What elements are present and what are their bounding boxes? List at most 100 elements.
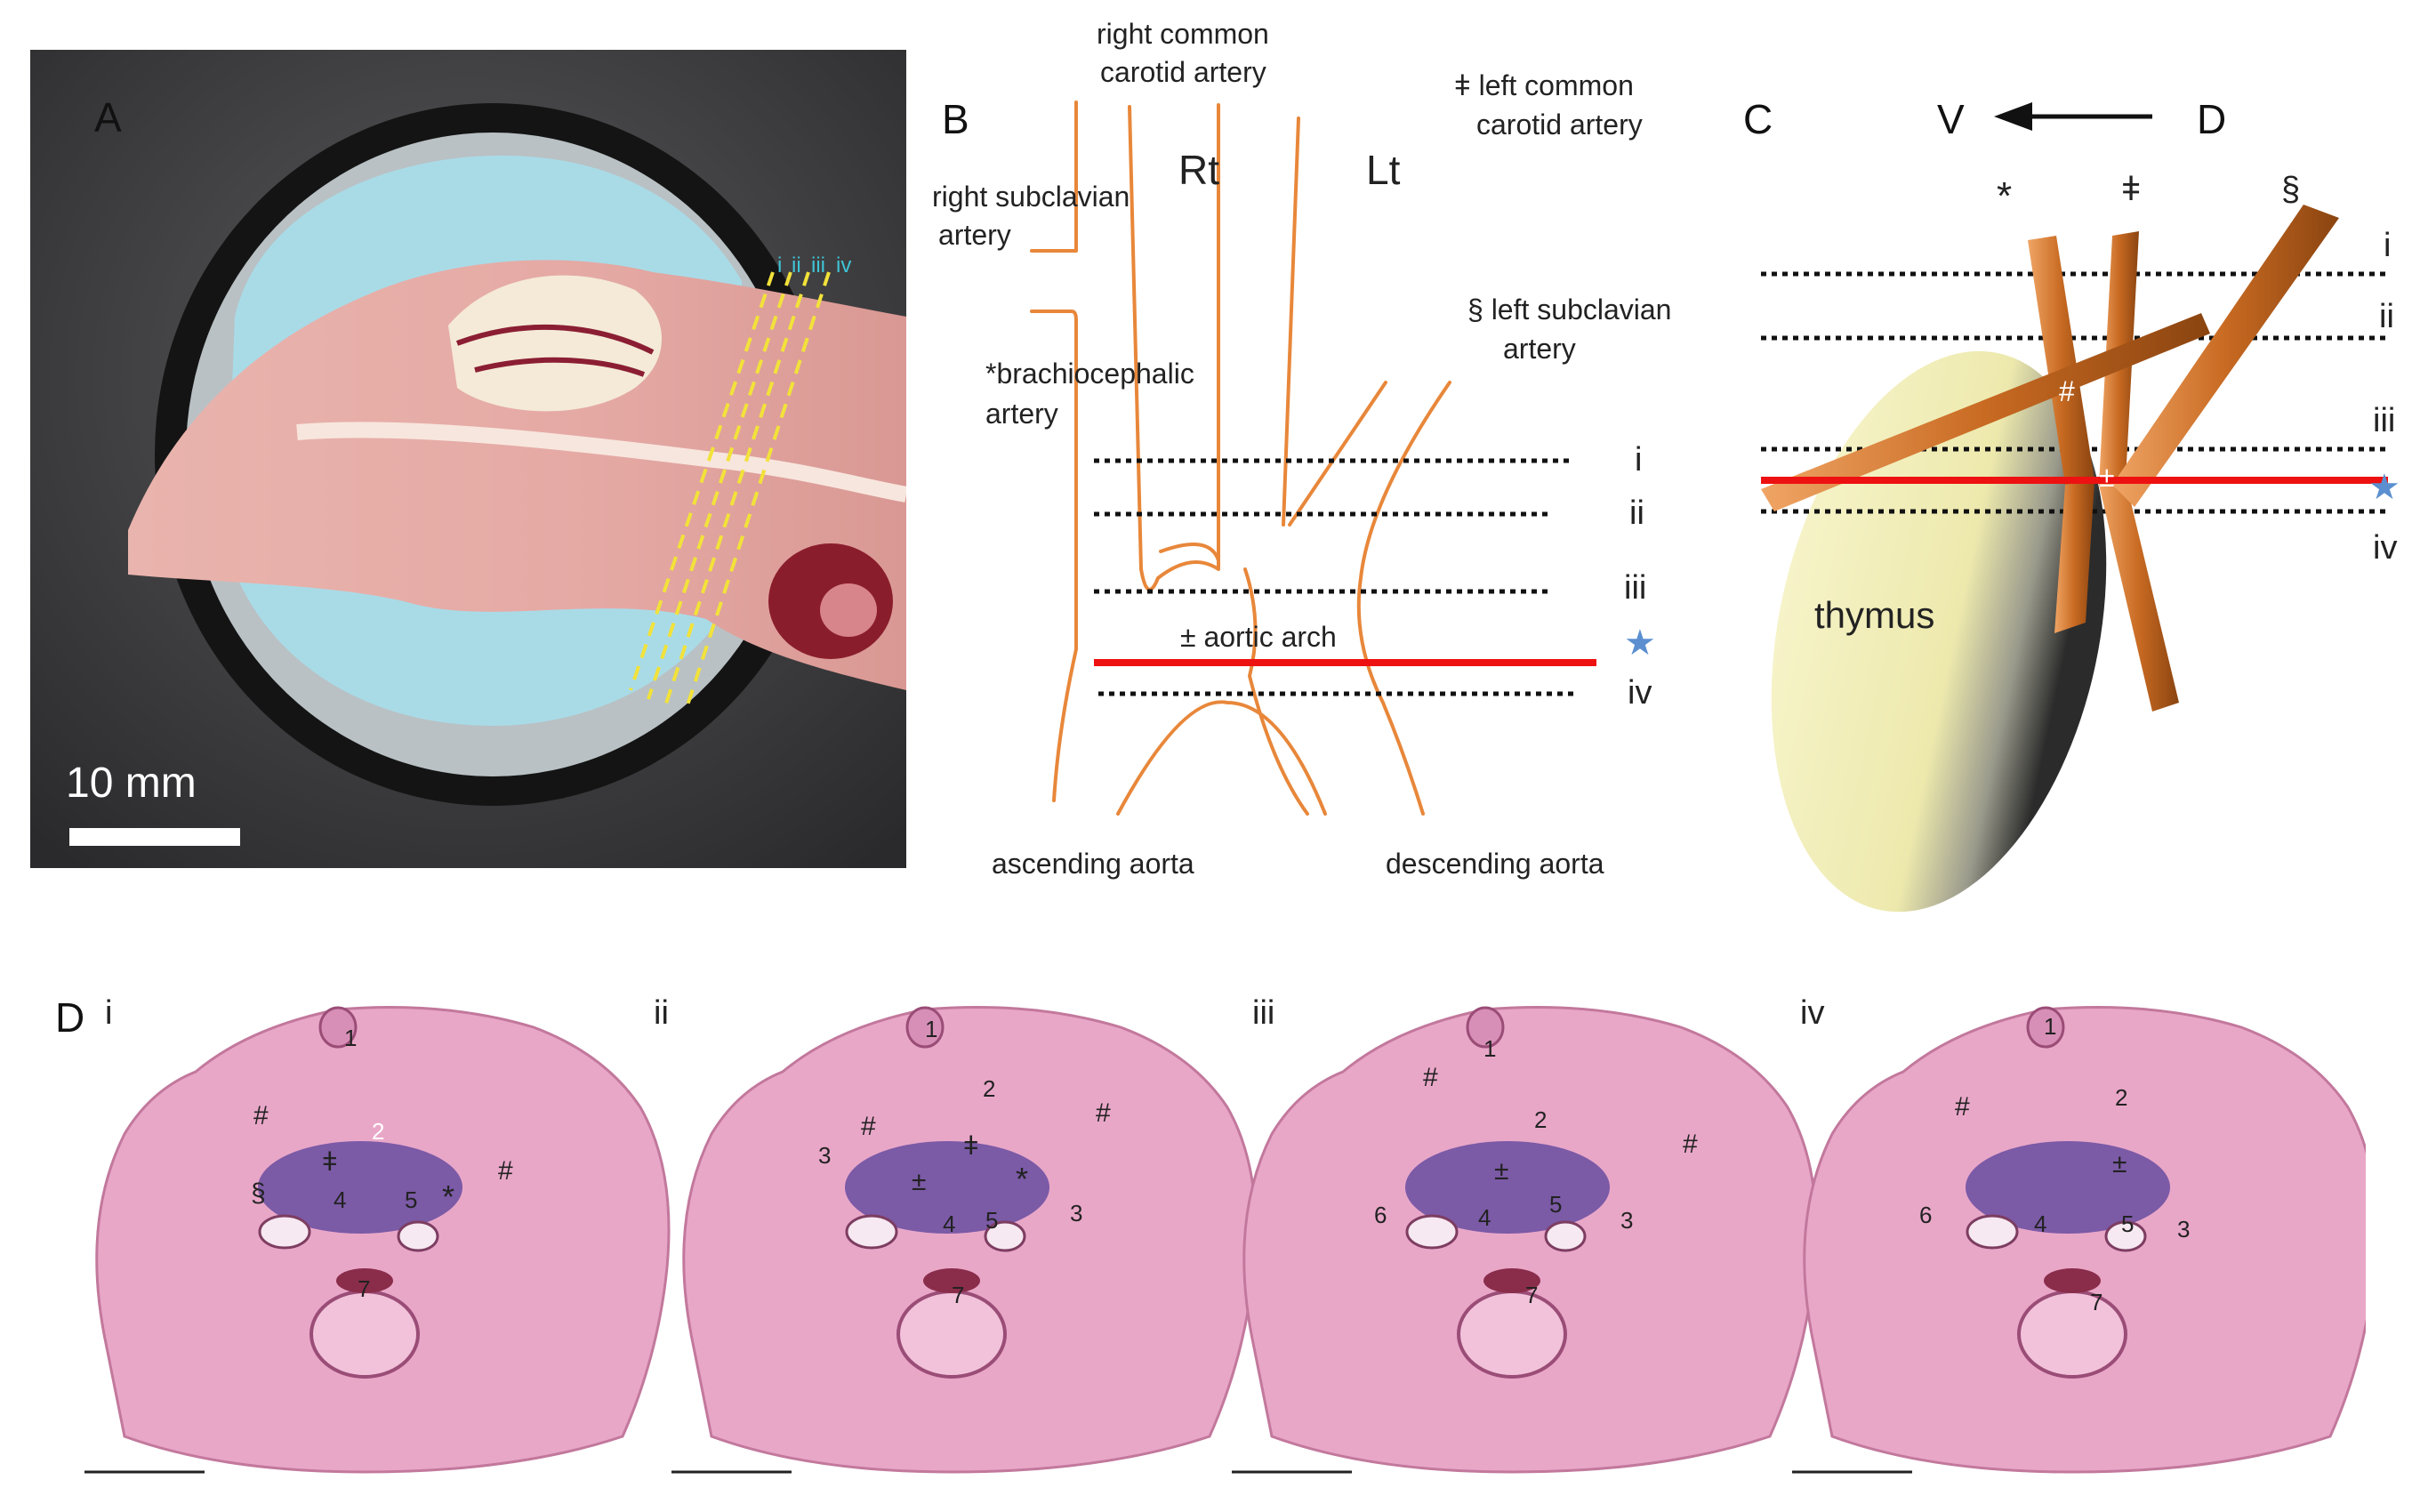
d-iii-mark-4: 4 xyxy=(1478,1204,1491,1231)
he-section-iv xyxy=(1790,1005,2366,1474)
label-thymus: thymus xyxy=(1814,594,1935,636)
left-subclavian-descending-outer xyxy=(1356,381,1451,816)
section-d-label-iv: iv xyxy=(1800,994,1825,1032)
level-label-b-iv: iv xyxy=(1628,674,1652,712)
panel-a-photo: i ii iii iv 10 mm A xyxy=(30,50,908,868)
panel-letter-d: D xyxy=(55,994,85,1041)
star-marker-b: ★ xyxy=(1624,623,1656,663)
d-iii-mark-hash-right: # xyxy=(1683,1130,1698,1159)
d-ii-mark-7: 7 xyxy=(952,1282,965,1308)
d-i-mark-hash-right: # xyxy=(498,1156,513,1186)
direction-label-v: V xyxy=(1937,96,1965,142)
direction-arrow-head xyxy=(1994,102,2032,131)
d-iii-mark-1: 1 xyxy=(1483,1035,1497,1062)
label-descending-aorta: descending aorta xyxy=(1386,848,1604,880)
section-d-label-ii: ii xyxy=(654,994,669,1032)
brain-vessels xyxy=(455,324,655,377)
d-ii-mark-3-left: 3 xyxy=(818,1142,832,1169)
section-label-a-iii: iii xyxy=(811,253,825,277)
right-common-carotid-walls xyxy=(1128,103,1220,591)
level-label-b-iii: iii xyxy=(1624,569,1647,607)
left-subclavian-inner xyxy=(1288,381,1387,527)
label-left-subclavian-1: § left subclavian xyxy=(1467,294,1672,326)
label-brachiocephalic-2: artery xyxy=(985,398,1058,430)
right-subclavian-artery-top-wall xyxy=(1030,101,1078,253)
d-iv-mark-3: 3 xyxy=(2177,1216,2191,1243)
rod-left-carotid-lower xyxy=(2099,480,2179,712)
label-brachiocephalic-1: *brachiocephalic xyxy=(985,358,1194,390)
d-iv-mark-5: 5 xyxy=(2121,1210,2135,1237)
d-iii-mark-6: 6 xyxy=(1374,1202,1387,1228)
panel-b-artwork xyxy=(925,0,1690,925)
brachiocephalic-outer-wall xyxy=(1030,310,1078,802)
direction-label-d: D xyxy=(2197,96,2227,142)
level-label-c-iv: iv xyxy=(2373,529,2398,567)
vessel-symbol-asterisk: * xyxy=(1997,174,2013,218)
d-iii-mark-3: 3 xyxy=(1620,1207,1634,1234)
d-iv-mark-1: 1 xyxy=(2044,1013,2057,1040)
section-label-a-ii: ii xyxy=(792,253,801,277)
hash-mark-c: # xyxy=(2059,375,2075,407)
d-iii-mark-2: 2 xyxy=(1534,1106,1548,1133)
d-iii-mark-5: 5 xyxy=(1549,1191,1563,1218)
panel-letter-b: B xyxy=(942,96,969,142)
aortic-arch-upper-notch xyxy=(1159,543,1220,562)
level-label-b-ii: ii xyxy=(1629,495,1644,532)
label-right-common-carotid-1: right common xyxy=(1097,18,1269,50)
d-ii-mark-1: 1 xyxy=(925,1016,938,1042)
d-iii-mark-plusminus: ± xyxy=(1494,1156,1509,1186)
level-label-b-i: i xyxy=(1635,441,1643,479)
d-iv-mark-plusminus: ± xyxy=(2112,1149,2127,1178)
vessel-symbol-section: § xyxy=(2281,171,2301,208)
label-right-subclavian-1: right subclavian xyxy=(932,181,1130,213)
label-aortic-arch: ± aortic arch xyxy=(1180,621,1337,653)
panel-d-sections xyxy=(83,1005,2366,1474)
section-d-label-iii: iii xyxy=(1252,994,1275,1032)
descending-aorta-inner xyxy=(1243,567,1309,816)
rod-left-subclavian xyxy=(2112,205,2339,507)
d-i-mark-asterisk: * xyxy=(442,1178,455,1215)
he-section-iii xyxy=(1230,1005,1818,1474)
d-ii-mark-3-right: 3 xyxy=(1070,1200,1083,1226)
d-iv-mark-hash: # xyxy=(1955,1092,1970,1122)
aortic-arch-lower-curve xyxy=(1116,700,1327,816)
d-i-mark-4: 4 xyxy=(334,1186,347,1213)
label-rt: Rt xyxy=(1178,147,1219,193)
brain-tissue xyxy=(448,275,662,412)
d-ii-mark-5: 5 xyxy=(985,1207,999,1234)
section-d-label-i: i xyxy=(105,994,113,1032)
vessel-symbol-double-dagger: ǂ xyxy=(2121,171,2142,208)
d-iv-mark-7: 7 xyxy=(2090,1289,2103,1315)
d-iv-mark-2: 2 xyxy=(2115,1084,2128,1111)
panel-letter-a: A xyxy=(94,94,122,141)
label-right-common-carotid-2: carotid artery xyxy=(1100,56,1266,88)
rod-right-subclavian xyxy=(1761,313,2210,511)
d-ii-mark-double-dagger: ǂ xyxy=(963,1131,979,1161)
spinal-tissue xyxy=(296,422,908,503)
level-label-c-i: i xyxy=(2384,227,2392,264)
d-i-mark-5: 5 xyxy=(405,1186,418,1213)
d-i-mark-7: 7 xyxy=(358,1275,371,1302)
rod-brachiocephalic-lower xyxy=(2054,480,2094,633)
level-lines xyxy=(1094,458,1574,696)
level-label-c-iii: iii xyxy=(2373,402,2396,439)
plusminus-mark-c: ± xyxy=(2099,461,2115,493)
label-left-common-carotid-1: ǂ left common xyxy=(1454,69,1634,101)
d-iii-mark-hash-left: # xyxy=(1423,1063,1438,1092)
d-ii-mark-hash-left: # xyxy=(861,1112,876,1141)
level-label-c-ii: ii xyxy=(2379,298,2394,335)
tissue-sagittal-section xyxy=(128,260,906,690)
d-ii-mark-hash-right: # xyxy=(1096,1098,1111,1128)
he-section-ii xyxy=(670,1005,1258,1474)
thymus-shape xyxy=(1771,350,2107,913)
left-common-carotid-artery xyxy=(1282,117,1300,527)
section-label-a-iv: iv xyxy=(836,253,851,277)
d-i-mark-hash-left: # xyxy=(253,1101,269,1130)
d-i-mark-double-dagger: ǂ xyxy=(322,1147,338,1177)
d-ii-mark-plusminus: ± xyxy=(912,1167,927,1196)
d-i-mark-section: § xyxy=(251,1178,266,1208)
heart-chamber xyxy=(820,583,877,637)
panel-a: i ii iii iv 10 mm A xyxy=(30,50,908,868)
label-left-subclavian-2: artery xyxy=(1503,333,1576,365)
panel-c-diagram xyxy=(1734,0,2412,925)
